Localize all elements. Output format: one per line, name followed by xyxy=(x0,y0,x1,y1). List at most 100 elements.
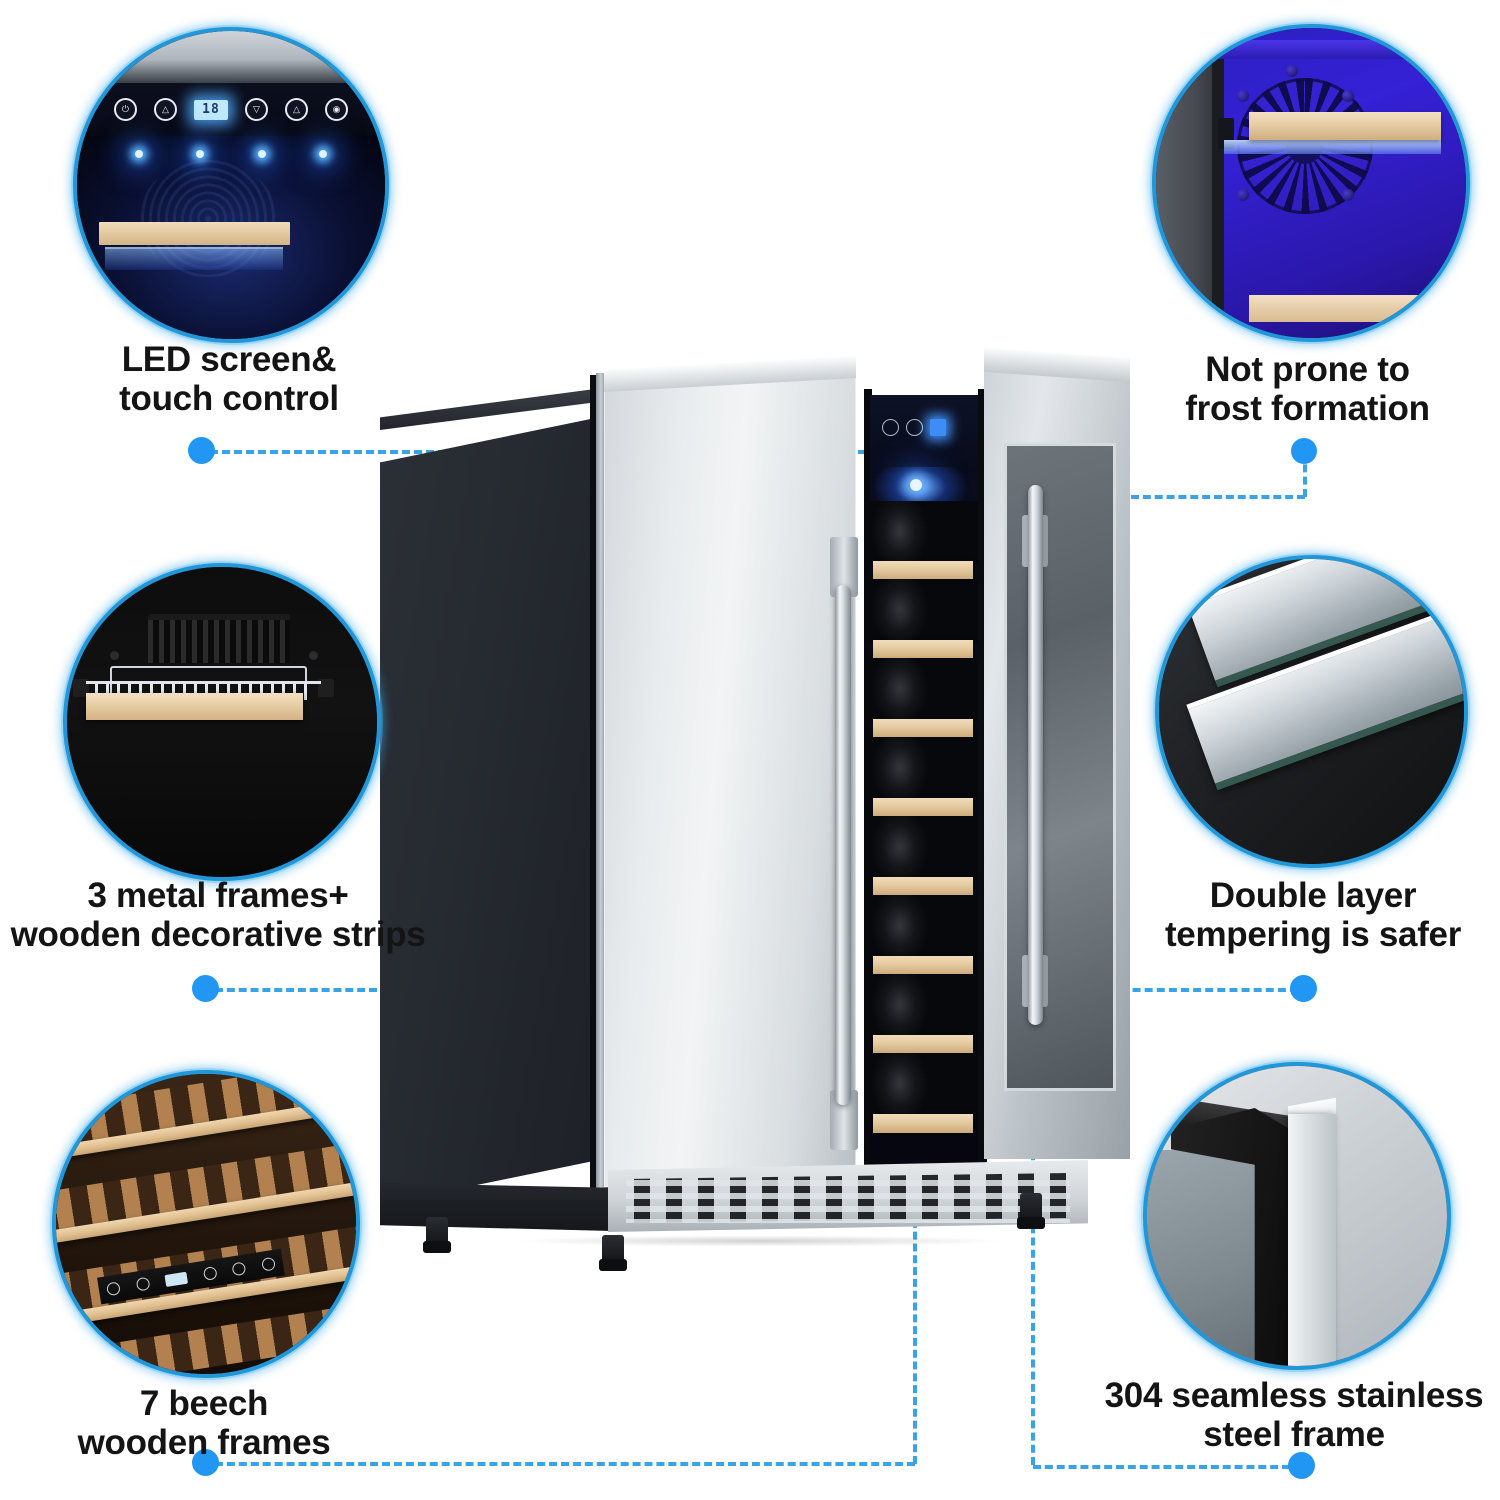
power-icon xyxy=(882,419,899,436)
leveling-foot xyxy=(423,1217,451,1253)
wood-shelf-strip xyxy=(873,719,973,738)
photo-led-control-panel: ⏻ △ 18 ▽ △ ◉ xyxy=(77,31,385,339)
callout-photo-beech-frames xyxy=(52,1070,360,1378)
callout-caption-frost: Not prone to frost formation xyxy=(1185,350,1430,429)
product-image-wine-cooler xyxy=(380,347,1140,1275)
foot-pad xyxy=(599,1259,627,1271)
connector-dot-beech-left xyxy=(192,1449,219,1476)
connector-steel-vertical xyxy=(1031,1140,1035,1465)
wood-shelf-strip xyxy=(873,956,973,975)
temperature-display: 18 xyxy=(193,99,228,120)
door-seam-left xyxy=(590,375,597,1190)
up-arrow-icon: △ xyxy=(285,98,309,122)
door-top-cap xyxy=(604,355,856,393)
cavity-seam-left xyxy=(864,389,872,1169)
foot-pad xyxy=(1017,1217,1045,1229)
callout-photo-steel-frame xyxy=(1143,1062,1451,1370)
temperature-display xyxy=(930,419,946,436)
wood-shelf-strip xyxy=(873,561,973,580)
door-handle-right xyxy=(1028,485,1043,1025)
connector-dot-led-left xyxy=(188,437,215,464)
mode-icon xyxy=(260,1256,276,1272)
connector-frost-horizontal xyxy=(965,495,1305,499)
light-icon xyxy=(906,419,923,436)
bottle-row xyxy=(870,974,980,1038)
callout-photo-led-screen: ⏻ △ 18 ▽ △ ◉ xyxy=(73,27,389,343)
callout-photo-frost xyxy=(1152,24,1470,342)
wood-shelf-strip xyxy=(873,1114,973,1133)
photo-stainless-frame xyxy=(1147,1066,1447,1366)
wood-shelf-strip xyxy=(873,798,973,817)
photo-wood-strip xyxy=(1249,294,1420,323)
screw-icon xyxy=(1236,189,1249,202)
control-panel-icons xyxy=(882,419,968,436)
photo-beech-shelves xyxy=(56,1074,356,1374)
interior-wine-rack xyxy=(870,395,980,1165)
cabinet-base-dark xyxy=(380,1183,612,1231)
light-icon xyxy=(135,1276,151,1292)
shelf-rail xyxy=(1224,139,1442,154)
photo-cabinet-top xyxy=(77,31,385,84)
power-icon xyxy=(106,1281,122,1297)
wood-shelf-strip xyxy=(873,1035,973,1054)
door-handle-left xyxy=(835,585,851,1105)
callout-caption-steel-frame: 304 seamless stainless steel frame xyxy=(1104,1376,1484,1455)
bottle-row xyxy=(870,501,980,565)
callout-photo-metal-frames xyxy=(63,563,381,881)
connector-dot-frost-outer xyxy=(1291,438,1317,464)
callout-caption-led-screen: LED screen& touch control xyxy=(119,340,339,419)
screw-icon xyxy=(1342,189,1354,202)
photo-interior-fan xyxy=(1156,28,1466,338)
down-arrow-icon: ▽ xyxy=(245,98,268,122)
foot-pad xyxy=(423,1241,451,1253)
photo-door-seal xyxy=(1211,28,1225,338)
connector-beech-vertical xyxy=(913,1090,917,1464)
beech-shelf xyxy=(56,1074,356,1164)
stainless-steel-door xyxy=(604,355,856,1187)
cabinet-side-panel xyxy=(380,415,610,1205)
photo-interior-leds xyxy=(108,139,354,170)
photo-rear-vent xyxy=(147,619,291,664)
screw-icon xyxy=(1286,65,1299,78)
temperature-display xyxy=(164,1271,189,1287)
connector-beech-horizontal xyxy=(215,1462,915,1466)
photo-shelf xyxy=(104,246,284,271)
bottle-row xyxy=(870,737,980,801)
interior-led-glow xyxy=(870,467,980,507)
vent-grille-mask xyxy=(626,1173,1070,1223)
connector-steel-horizontal xyxy=(1033,1465,1290,1469)
bottle-row xyxy=(870,895,980,959)
down-arrow-icon xyxy=(202,1266,218,1281)
glass-door-pane xyxy=(1004,443,1116,1091)
mode-icon: ◉ xyxy=(325,98,349,122)
product-shadow xyxy=(410,1233,1110,1249)
screw-icon xyxy=(110,650,120,660)
leveling-foot xyxy=(599,1235,627,1271)
rack-bracket-left xyxy=(73,678,89,698)
leveling-foot xyxy=(1017,1193,1045,1229)
bottle-row xyxy=(870,1053,980,1117)
connector-frost-vertical xyxy=(1303,452,1307,497)
callout-photo-tempered-glass xyxy=(1155,555,1468,868)
led-light-icon xyxy=(257,150,266,159)
wooden-decorative-strip xyxy=(85,692,303,721)
led-light-icon xyxy=(910,479,922,491)
stainless-steel-frame-edge xyxy=(1288,1114,1336,1366)
led-light-icon xyxy=(319,150,328,159)
connector-dot-steel-right xyxy=(1288,1452,1315,1479)
bottle-row xyxy=(870,579,980,643)
bottle-row xyxy=(870,658,980,722)
metal-wire-frame xyxy=(110,666,307,693)
glass-door-top-cap xyxy=(984,347,1130,383)
photo-metal-frame-rack xyxy=(67,567,377,877)
callout-caption-metal-frames: 3 metal frames+ wooden decorative strips xyxy=(10,876,426,955)
connector-dot-tempering-outer xyxy=(1290,975,1317,1002)
bottle-row xyxy=(870,816,980,880)
power-icon: ⏻ xyxy=(113,98,137,122)
screw-icon xyxy=(1236,90,1249,102)
callout-caption-tempering: Double layer tempering is safer xyxy=(1164,876,1462,955)
light-icon: △ xyxy=(153,98,177,122)
photo-vent-top xyxy=(147,613,291,623)
wood-shelf-strip xyxy=(873,640,973,659)
